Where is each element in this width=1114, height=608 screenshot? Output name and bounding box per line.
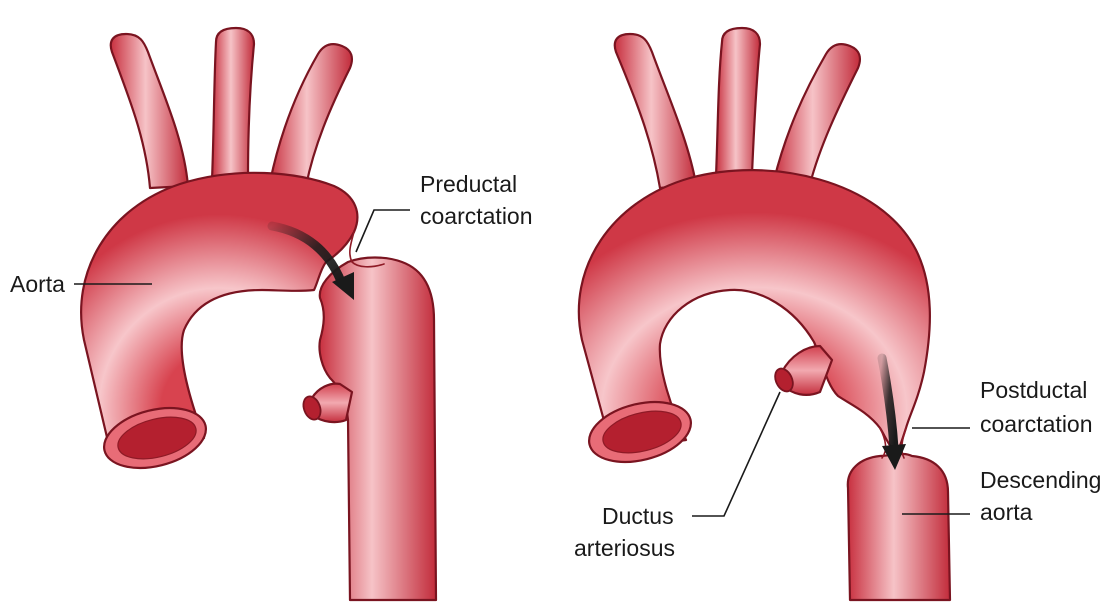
postductal-label-line1: Postductal [980, 377, 1087, 403]
right-panel: Postductal coarctation Descending aorta … [574, 28, 1101, 600]
ductus-label-line1: Ductus [602, 503, 674, 529]
right-subclavian-branch [774, 44, 860, 184]
left-panel: Aorta Preductal coarctation [10, 28, 533, 600]
right-carotid-branch [716, 28, 760, 176]
left-descending-aorta [319, 258, 436, 601]
ductus-label-line2: arteriosus [574, 535, 675, 561]
descending-label-line2: aorta [980, 499, 1033, 525]
preductal-label-line2: coarctation [420, 203, 533, 229]
left-subclavian-branch [270, 44, 352, 186]
aorta-label: Aorta [10, 271, 65, 297]
preductal-leader-line [356, 210, 410, 252]
postductal-label-line2: coarctation [980, 411, 1093, 437]
left-carotid-branch [212, 28, 254, 180]
left-brachiocephalic-branch [111, 34, 188, 188]
preductal-label-line1: Preductal [420, 171, 517, 197]
ductus-leader-line [692, 392, 780, 516]
right-brachiocephalic-branch [615, 34, 696, 188]
right-descending-aorta [848, 454, 950, 600]
descending-label-line1: Descending [980, 467, 1101, 493]
